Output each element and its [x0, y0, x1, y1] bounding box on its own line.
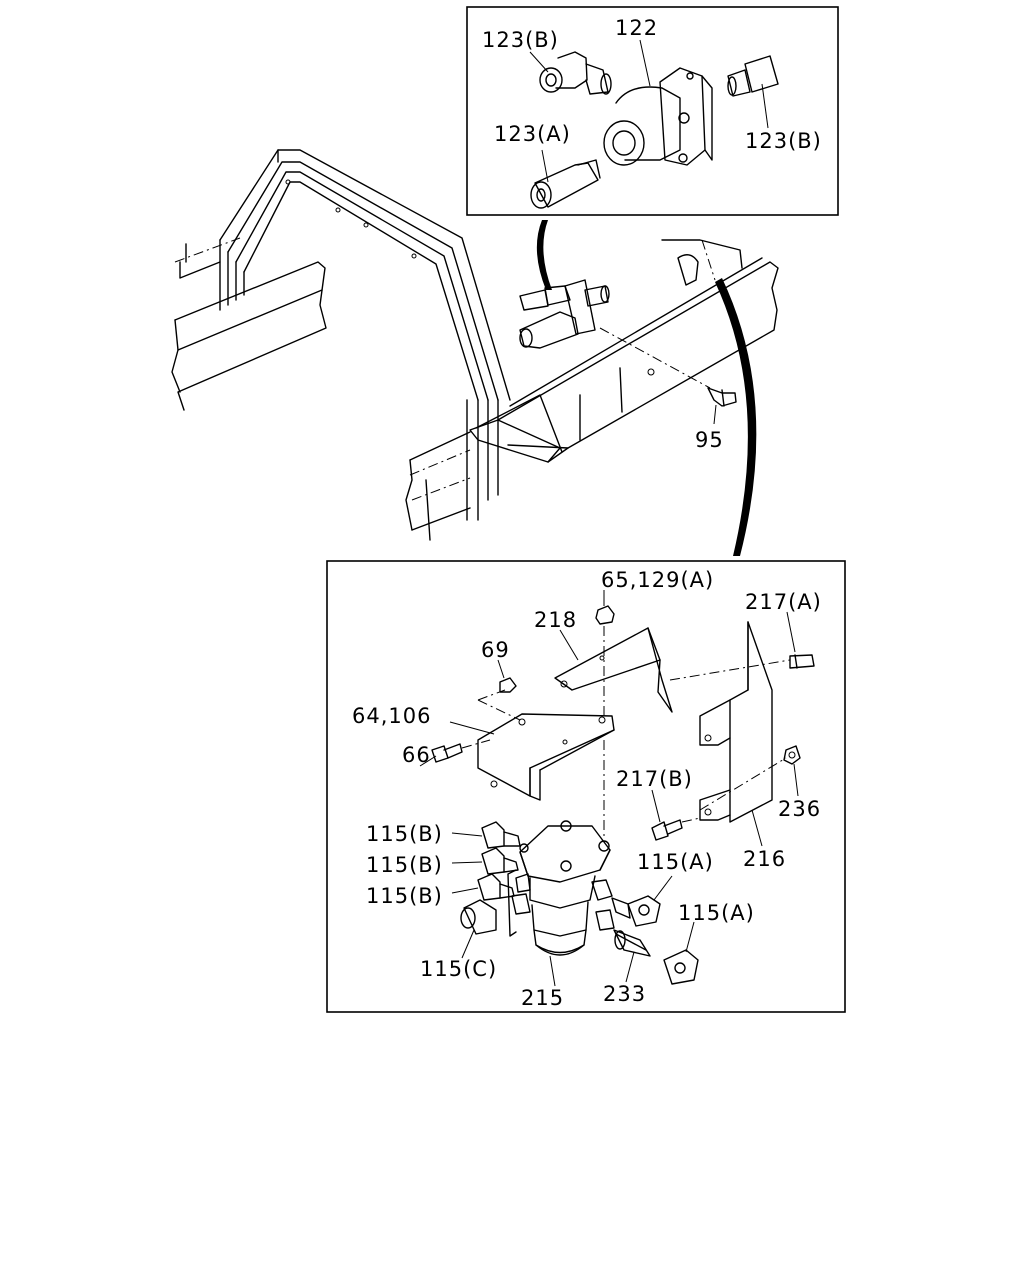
frame-arch-outer [219, 149, 511, 401]
nut-65-129a [595, 605, 615, 625]
bolt-217b [651, 819, 683, 841]
callout-216: 216 [743, 847, 786, 871]
leader-218 [559, 629, 579, 661]
leader-122 [639, 39, 651, 87]
right-rail [497, 261, 779, 463]
leader-115b-1 [451, 832, 483, 837]
callout-236: 236 [778, 797, 821, 821]
callout-122: 122 [615, 16, 658, 40]
callout-115b-3: 115(B) [366, 884, 443, 908]
nut-69 [499, 677, 517, 693]
bolt-217a [789, 654, 815, 669]
callout-69: 69 [481, 638, 510, 662]
top-detail-view: 123(B) 122 123(A) 123(B) [466, 6, 839, 216]
bolt-66 [431, 743, 463, 763]
leader-216 [751, 809, 763, 847]
leader-233 [625, 951, 635, 983]
callout-217a: 217(A) [745, 590, 822, 614]
nut-236 [783, 745, 801, 765]
bracket-216 [699, 621, 773, 823]
leader-95 [713, 404, 717, 425]
installed-valve [519, 279, 610, 349]
callout-233: 233 [603, 982, 646, 1006]
callout-64-106: 64,106 [352, 704, 431, 728]
leader-215 [549, 955, 556, 987]
fitting-115b-2 [481, 847, 519, 875]
leader-69 [497, 659, 505, 679]
leader-115a-2 [685, 921, 695, 953]
leader-123a [541, 149, 549, 183]
leader-64-106 [449, 721, 495, 735]
leader-115b-2 [451, 861, 483, 864]
callout-115a-1: 115(A) [637, 850, 714, 874]
callout-123b-right: 123(B) [745, 129, 822, 153]
straight-fitting-123b [727, 55, 779, 97]
callout-115b-2: 115(B) [366, 853, 443, 877]
bottom-detail-frame [326, 560, 846, 1013]
callout-115a-2: 115(A) [678, 901, 755, 925]
fitting-115b-1 [481, 821, 521, 849]
detail-link-top [536, 220, 552, 290]
callout-115b-1: 115(B) [366, 822, 443, 846]
left-rail [174, 261, 327, 411]
leader-115a-1 [653, 875, 673, 901]
leader-217b [651, 789, 661, 823]
callout-95: 95 [695, 428, 724, 452]
leader-123b-top [529, 51, 549, 73]
top-detail-frame [466, 6, 839, 216]
leader-236 [793, 763, 799, 797]
fitting-115a-1 [611, 895, 661, 927]
relay-valve-215 [507, 820, 615, 956]
detail-link-bottom [715, 278, 757, 556]
elbow-fitting-123b [539, 51, 612, 95]
bracket-218 [554, 627, 673, 713]
straight-fitting-123a [530, 159, 601, 209]
valve-122 [603, 67, 713, 166]
callout-123a: 123(A) [494, 122, 571, 146]
bolt-95 [707, 387, 737, 407]
callout-115c: 115(C) [420, 957, 497, 981]
leader-115b-3 [451, 887, 479, 894]
leader-123b-right [761, 83, 769, 129]
chassis-frame-view: 95 [171, 149, 779, 556]
fitting-233 [613, 929, 651, 957]
leader-66 [419, 755, 437, 767]
fitting-115b-3 [477, 873, 515, 901]
bottom-detail-view: 65,129(A) 217(A) 218 69 64,106 66 217(B)… [326, 560, 846, 1013]
callout-66: 66 [402, 743, 431, 767]
fitting-115c [460, 899, 497, 935]
callout-217b: 217(B) [616, 767, 693, 791]
leader-115c [461, 929, 475, 959]
bracket-64-106 [477, 713, 615, 801]
callout-123b-top: 123(B) [482, 28, 559, 52]
leader-217a [786, 611, 796, 653]
fitting-115a-2 [663, 949, 699, 985]
callout-215: 215 [521, 986, 564, 1010]
callout-65-129a: 65,129(A) [601, 568, 714, 592]
callout-218: 218 [534, 608, 577, 632]
